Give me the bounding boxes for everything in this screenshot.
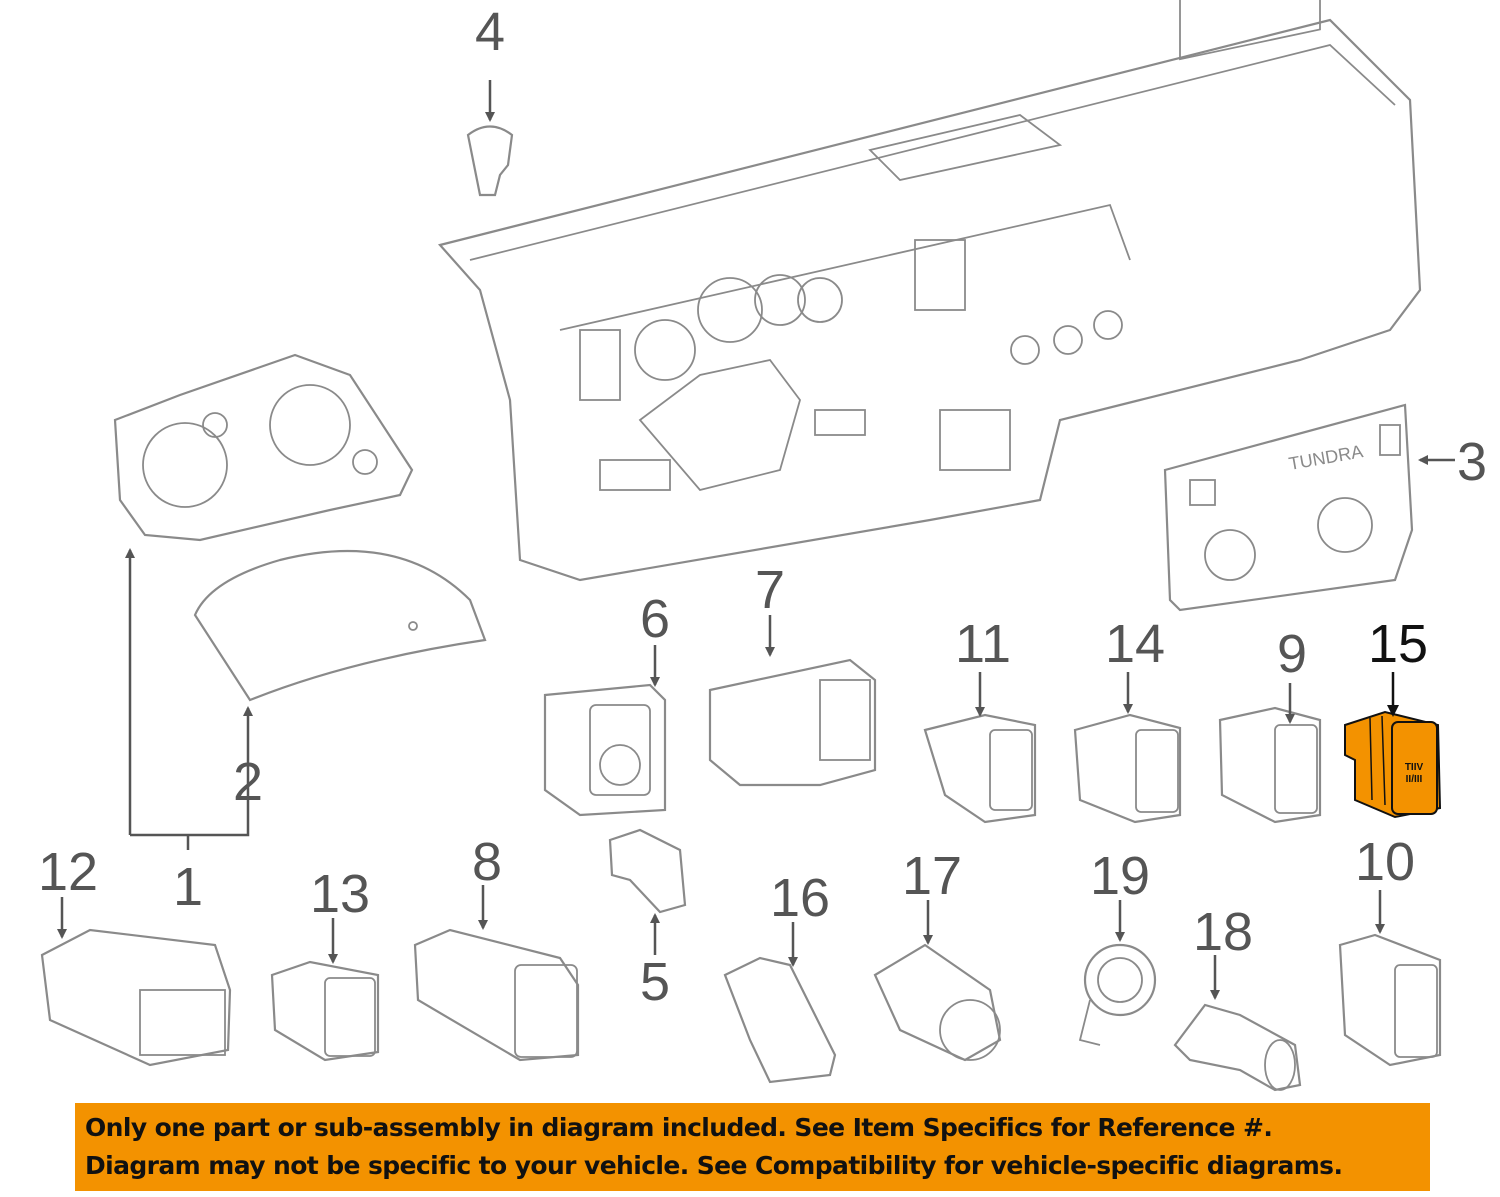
part-10-switch — [1338, 933, 1442, 1067]
callout-18: 18 — [1193, 902, 1253, 962]
callout-2: 2 — [233, 752, 263, 812]
part-16-part — [723, 956, 837, 1084]
callout-1: 1 — [173, 857, 203, 917]
leader-arrows — [57, 80, 1455, 1000]
callout-3: 3 — [1457, 432, 1487, 492]
part15-label-line1: TIIV — [1405, 762, 1424, 773]
dashboard-assembly — [437, 0, 1422, 582]
callout-labels: 1 2 3 4 5 6 7 8 9 10 11 12 13 14 15 16 1… — [38, 2, 1487, 1012]
callout-9: 9 — [1277, 624, 1307, 684]
part-14-switch — [1073, 713, 1182, 824]
disclaimer-banner: Only one part or sub-assembly in diagram… — [75, 1103, 1430, 1191]
callout-4: 4 — [475, 2, 505, 62]
part-4 — [466, 125, 514, 197]
callout-15: 15 — [1368, 614, 1428, 674]
callout-13: 13 — [310, 864, 370, 924]
part-19-socket — [1078, 943, 1157, 1046]
part-18-plug — [1173, 1003, 1302, 1092]
part15-label-line2: II/III — [1406, 774, 1423, 785]
callout-10: 10 — [1355, 832, 1415, 892]
part-9-switch — [1218, 706, 1322, 824]
callout-17: 17 — [902, 846, 962, 906]
disclaimer-line-1: Only one part or sub-assembly in diagram… — [85, 1113, 1273, 1142]
part-8-switch — [413, 928, 580, 1062]
callout-14: 14 — [1105, 614, 1165, 674]
callout-16: 16 — [770, 868, 830, 928]
part-11-switch — [923, 713, 1037, 824]
part-2-lens — [193, 550, 487, 702]
part-1-instrument-cluster — [113, 353, 414, 542]
part-15-switch-highlighted: TIIV II/III — [1344, 710, 1442, 819]
callout-6: 6 — [640, 589, 670, 649]
callout-12: 12 — [38, 842, 98, 902]
part-12-switch — [40, 928, 232, 1067]
part-17-knob — [873, 943, 1002, 1062]
part-13-switch — [270, 960, 380, 1062]
callout-7: 7 — [755, 560, 785, 620]
callout-5: 5 — [640, 952, 670, 1012]
part-6-mirror-switch — [543, 683, 667, 817]
part-5-sensor — [608, 828, 687, 914]
part-7-switch — [708, 658, 877, 787]
callout-11: 11 — [955, 614, 1011, 674]
callout-8: 8 — [472, 832, 502, 892]
disclaimer-line-2: Diagram may not be specific to your vehi… — [85, 1151, 1343, 1180]
callout-19: 19 — [1090, 846, 1150, 906]
part-3-climate-control: TUNDRA — [1163, 403, 1414, 612]
